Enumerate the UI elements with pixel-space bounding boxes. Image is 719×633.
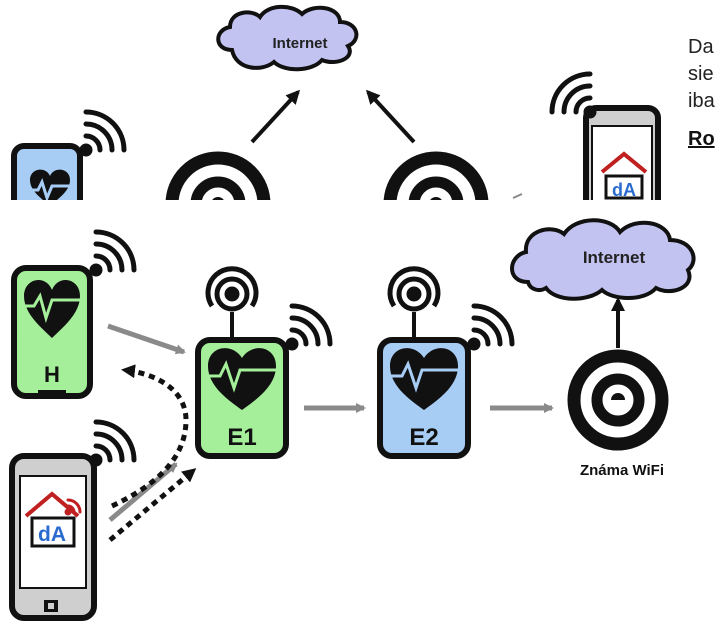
phone-device: dA: [9, 419, 137, 621]
doc-line-3: iba: [688, 90, 715, 113]
top-phone-wifi-icon: [549, 71, 597, 119]
arrow-hub-to-e1: [107, 323, 186, 355]
doc-heading-link[interactable]: Ro: [688, 128, 715, 151]
doc-line-2: sie: [688, 63, 714, 86]
top-phone-logo: dA: [612, 180, 636, 200]
doc-line-1-text: Da: [688, 36, 714, 58]
top-arrow-left: [250, 89, 301, 144]
doc-line-2-text: sie: [688, 63, 714, 85]
doc-heading-link-text[interactable]: Ro: [688, 128, 715, 150]
e1-device: E1: [195, 266, 333, 459]
phone-app-logo: dA: [38, 523, 66, 546]
hub-wifi-icon: [89, 229, 137, 277]
arrow-phone-to-hub-path: [108, 462, 178, 522]
hub-label: H: [44, 362, 60, 387]
top-device-blue-wifi-icon: [79, 109, 127, 157]
hub-heart-icon: [24, 279, 80, 338]
doc-line-3-text: iba: [688, 90, 715, 112]
e1-wifi-icon: [285, 303, 333, 351]
phone-wifi-icon: [89, 419, 137, 467]
hub-device: H: [11, 229, 137, 399]
top-internet-cloud: Internet: [216, 4, 359, 72]
known-wifi-access-point: Známa WiFi: [560, 349, 676, 479]
e2-label: E2: [409, 424, 438, 451]
known-wifi-label: Známa WiFi: [580, 462, 664, 479]
dotted-arrow-phone-to-hub: [110, 364, 189, 509]
app-wifi-icon: [64, 498, 82, 516]
e1-label: E1: [227, 424, 256, 451]
top-cloud-label: Internet: [272, 35, 327, 52]
dotted-arrow-phone-to-e1: [108, 468, 197, 542]
e2-device: E2: [377, 266, 515, 459]
top-phone: dA: [549, 71, 661, 221]
doc-line-1: Da: [688, 36, 714, 59]
top-arrow-right: [365, 89, 416, 144]
internet-cloud: Internet: [510, 218, 696, 301]
e1-antenna-icon: [205, 266, 259, 312]
e2-antenna-icon: [387, 266, 441, 312]
internet-cloud-label: Internet: [583, 248, 646, 267]
e2-wifi-icon: [467, 303, 515, 351]
app-house-icon: [24, 491, 80, 518]
